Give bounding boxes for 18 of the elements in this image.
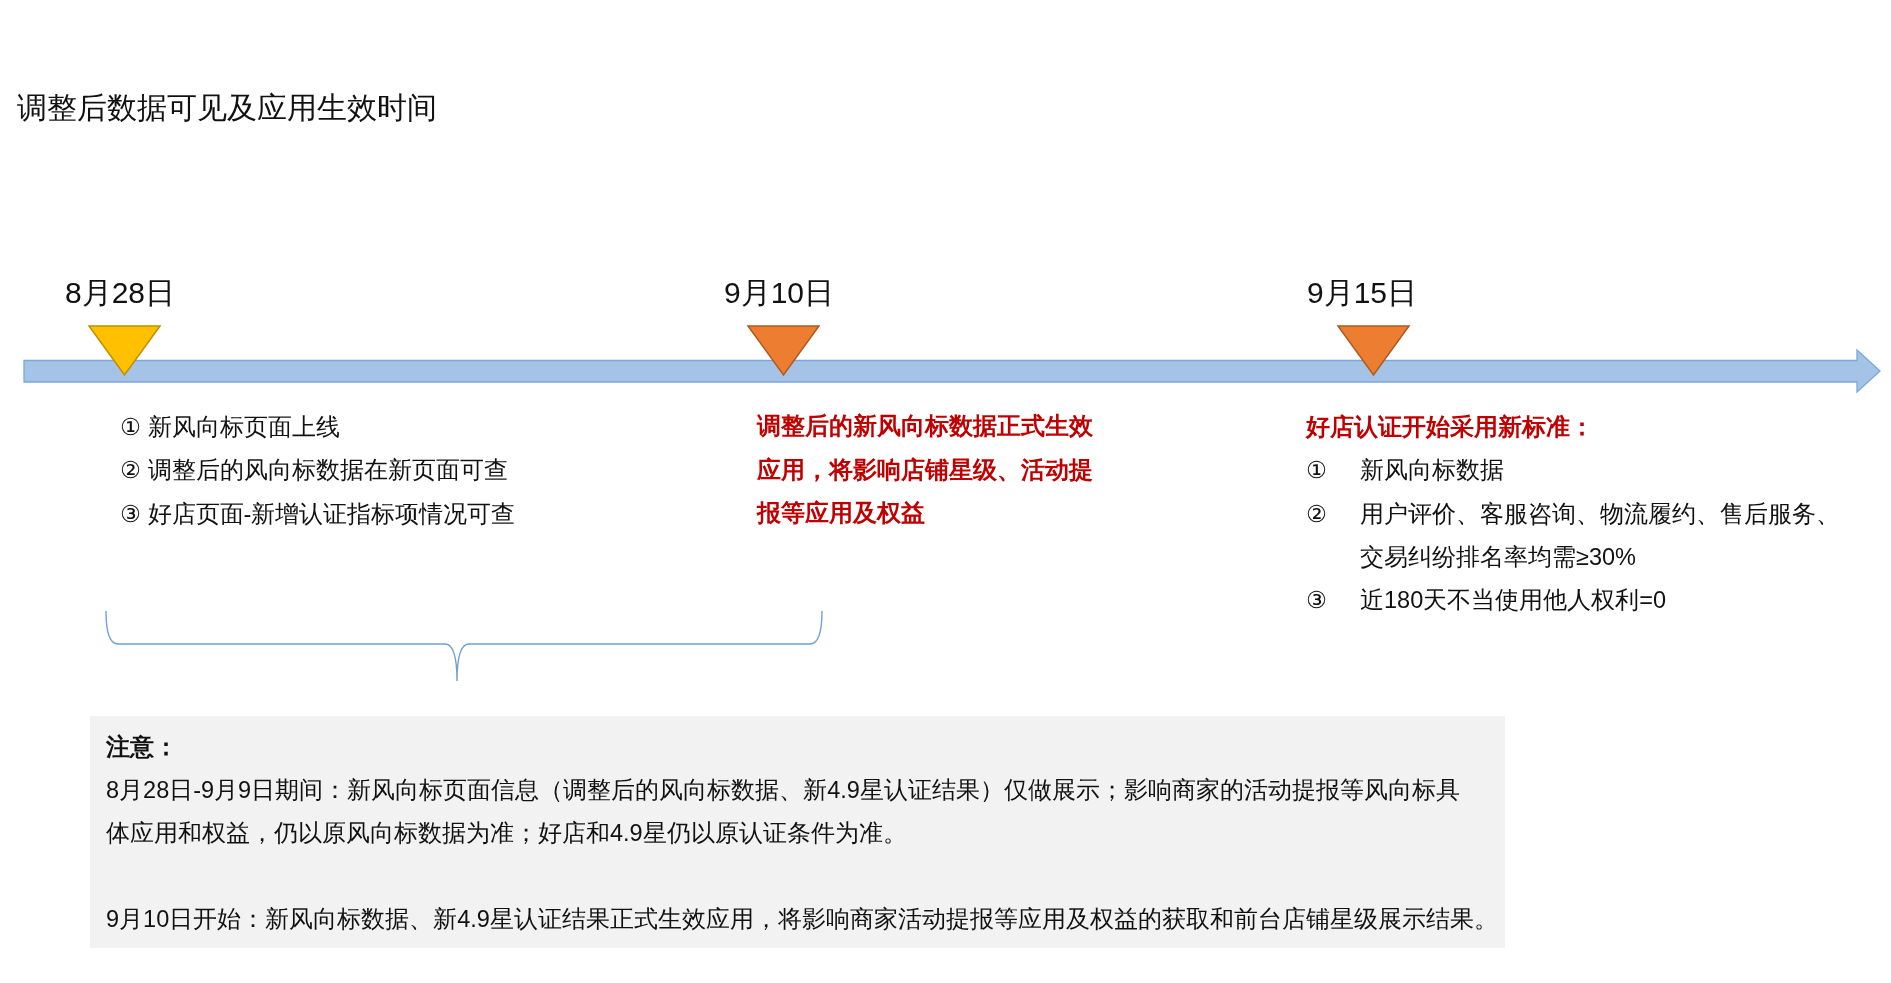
date-label: 9月15日 bbox=[1307, 275, 1418, 311]
list-item: ③ 好店页面-新增认证指标项情况可查 bbox=[120, 499, 516, 529]
list-item: 近180天不当使用他人权利=0 bbox=[1360, 585, 1666, 615]
note-paragraph: 9月10日开始：新风向标数据、新4.9星认证结果正式生效应用，将影响商家活动提报等应用及权益的获取和前台店铺星级展示结果。 bbox=[106, 905, 1499, 934]
item-number: ② bbox=[1306, 499, 1328, 529]
note-paragraph: 8月28日-9月9日期间：新风向标页面信息（调整后的风向标数据、新4.9星认证结果）仅做展示；影响商家的活动提报等风向标具体应用和权益，仍以原风向标数据为准；好店和4.9星仍以原认证条件为准。 bbox=[106, 776, 1461, 848]
list-item: ① 新风向标页面上线 bbox=[120, 412, 340, 442]
list-item: ② 调整后的风向标数据在新页面可查 bbox=[120, 455, 508, 485]
date-label: 8月28日 bbox=[65, 275, 176, 311]
list-item: 用户评价、客服咨询、物流履约、售后服务、交易纠纷排名率均需≥30% bbox=[1360, 499, 1840, 572]
list-item: 新风向标数据 bbox=[1360, 455, 1504, 485]
date-label: 9月10日 bbox=[724, 275, 835, 311]
emphasis-text: 调整后的新风向标数据正式生效应用，将影响店铺星级、活动提报等应用及权益 bbox=[757, 412, 1094, 529]
section-heading: 好店认证开始采用新标准： bbox=[1306, 412, 1594, 442]
note-heading: 注意： bbox=[106, 733, 179, 762]
item-number: ③ bbox=[1306, 585, 1328, 615]
item-number: ① bbox=[1306, 455, 1328, 485]
diagram-title: 调整后数据可见及应用生效时间 bbox=[17, 90, 437, 126]
